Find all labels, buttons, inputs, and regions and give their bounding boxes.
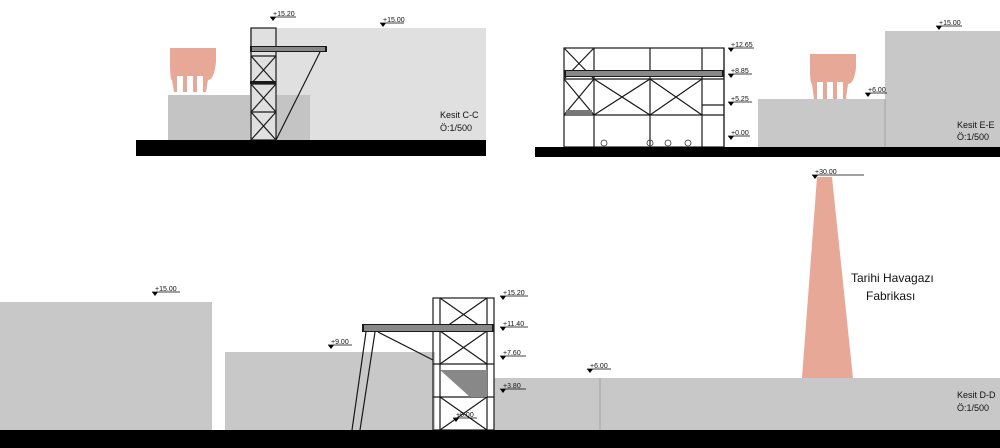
ground-dd bbox=[0, 430, 1000, 448]
svg-text:+15.00: +15.00 bbox=[383, 17, 405, 24]
svg-text:+7.60: +7.60 bbox=[503, 350, 521, 357]
svg-text:+0.00: +0.00 bbox=[456, 412, 474, 419]
level-marker: +12.65 bbox=[728, 42, 754, 52]
walkway-cc-inner bbox=[252, 47, 325, 51]
level-marker: +15.20 bbox=[500, 290, 528, 300]
section-ee: +12.65 +8.85 +5.25 +0.00 +6.00 +15.00 Ke… bbox=[535, 20, 1000, 157]
level-marker: +9.00 bbox=[328, 339, 352, 349]
svg-text:+6.00: +6.00 bbox=[868, 87, 886, 94]
stair-tower-dd bbox=[432, 297, 495, 431]
level-marker: +15.20 bbox=[270, 11, 296, 21]
level-marker: +7.60 bbox=[500, 350, 526, 360]
svg-text:+3.80: +3.80 bbox=[503, 383, 521, 390]
svg-text:+12.65: +12.65 bbox=[731, 42, 753, 49]
level-marker: +15.00 bbox=[380, 17, 405, 27]
svg-text:+6.00: +6.00 bbox=[590, 363, 608, 370]
level-marker: +15.00 bbox=[936, 20, 962, 30]
svg-text:+5.25: +5.25 bbox=[731, 96, 749, 103]
level-marker: +0.00 bbox=[728, 130, 750, 140]
level-marker: +0.00 bbox=[453, 412, 477, 422]
level-marker: +15.00 bbox=[152, 286, 180, 296]
steel-frame-ee bbox=[563, 47, 725, 148]
level-marker: +11.40 bbox=[500, 321, 528, 331]
svg-text:+9.00: +9.00 bbox=[331, 339, 349, 346]
struts-dd bbox=[351, 331, 434, 431]
svg-text:+15.00: +15.00 bbox=[939, 20, 961, 27]
mid-building-ee bbox=[758, 99, 885, 147]
svg-text:+30.00: +30.00 bbox=[815, 169, 837, 176]
stair-ee bbox=[566, 110, 592, 116]
section-cc: +15.20 +15.00 Kesit C-C Ö:1/500 bbox=[136, 11, 486, 156]
section-dd: +15.00 +9.00 +15.20 +11.40 +7.60 +3.80 bbox=[0, 169, 1000, 448]
section-scale: Ö:1/500 bbox=[440, 123, 472, 133]
furniture-ee bbox=[600, 139, 692, 147]
left-building-dd bbox=[0, 302, 212, 430]
svg-text:+15.00: +15.00 bbox=[155, 286, 177, 293]
svg-text:+0.00: +0.00 bbox=[731, 130, 749, 137]
strut-cc bbox=[275, 51, 321, 141]
level-marker: +6.00 bbox=[865, 87, 887, 97]
level-marker: +5.25 bbox=[728, 96, 752, 106]
ground-cc bbox=[136, 140, 486, 156]
floor-slab-cc bbox=[250, 81, 276, 84]
section-title: Kesit E-E bbox=[957, 120, 995, 130]
section-scale: Ö:1/500 bbox=[957, 403, 989, 413]
water-tower-ee bbox=[810, 54, 856, 99]
low-building-cc-right bbox=[276, 95, 310, 140]
stair-flight-dd bbox=[440, 370, 487, 397]
svg-text:+8.85: +8.85 bbox=[731, 68, 749, 75]
ground-ee bbox=[535, 147, 1000, 157]
water-tower-cc bbox=[170, 48, 216, 92]
level-marker: +30.00 bbox=[812, 169, 864, 179]
svg-text:+15.20: +15.20 bbox=[273, 11, 295, 18]
landmark-label-line1: Tarihi Havagazı bbox=[851, 271, 934, 285]
walkway-ee-inner bbox=[566, 71, 722, 76]
level-marker: +6.00 bbox=[587, 363, 611, 373]
level-marker: +3.80 bbox=[500, 383, 526, 393]
level-marker: +8.85 bbox=[728, 68, 752, 78]
section-title: Kesit C-C bbox=[440, 110, 479, 120]
section-scale: Ö:1/500 bbox=[957, 132, 989, 142]
svg-text:+15.20: +15.20 bbox=[503, 290, 525, 297]
section-title: Kesit D-D bbox=[957, 390, 996, 400]
right-building-dd bbox=[494, 378, 1000, 430]
chimney bbox=[802, 177, 853, 378]
walkway-dd-inner bbox=[364, 325, 492, 331]
mid-building-dd bbox=[225, 352, 435, 430]
landmark-label-line2: Fabrikası bbox=[866, 289, 915, 303]
low-building-cc bbox=[168, 95, 250, 140]
svg-text:+11.40: +11.40 bbox=[503, 321, 524, 328]
tall-building-ee bbox=[885, 31, 1000, 147]
